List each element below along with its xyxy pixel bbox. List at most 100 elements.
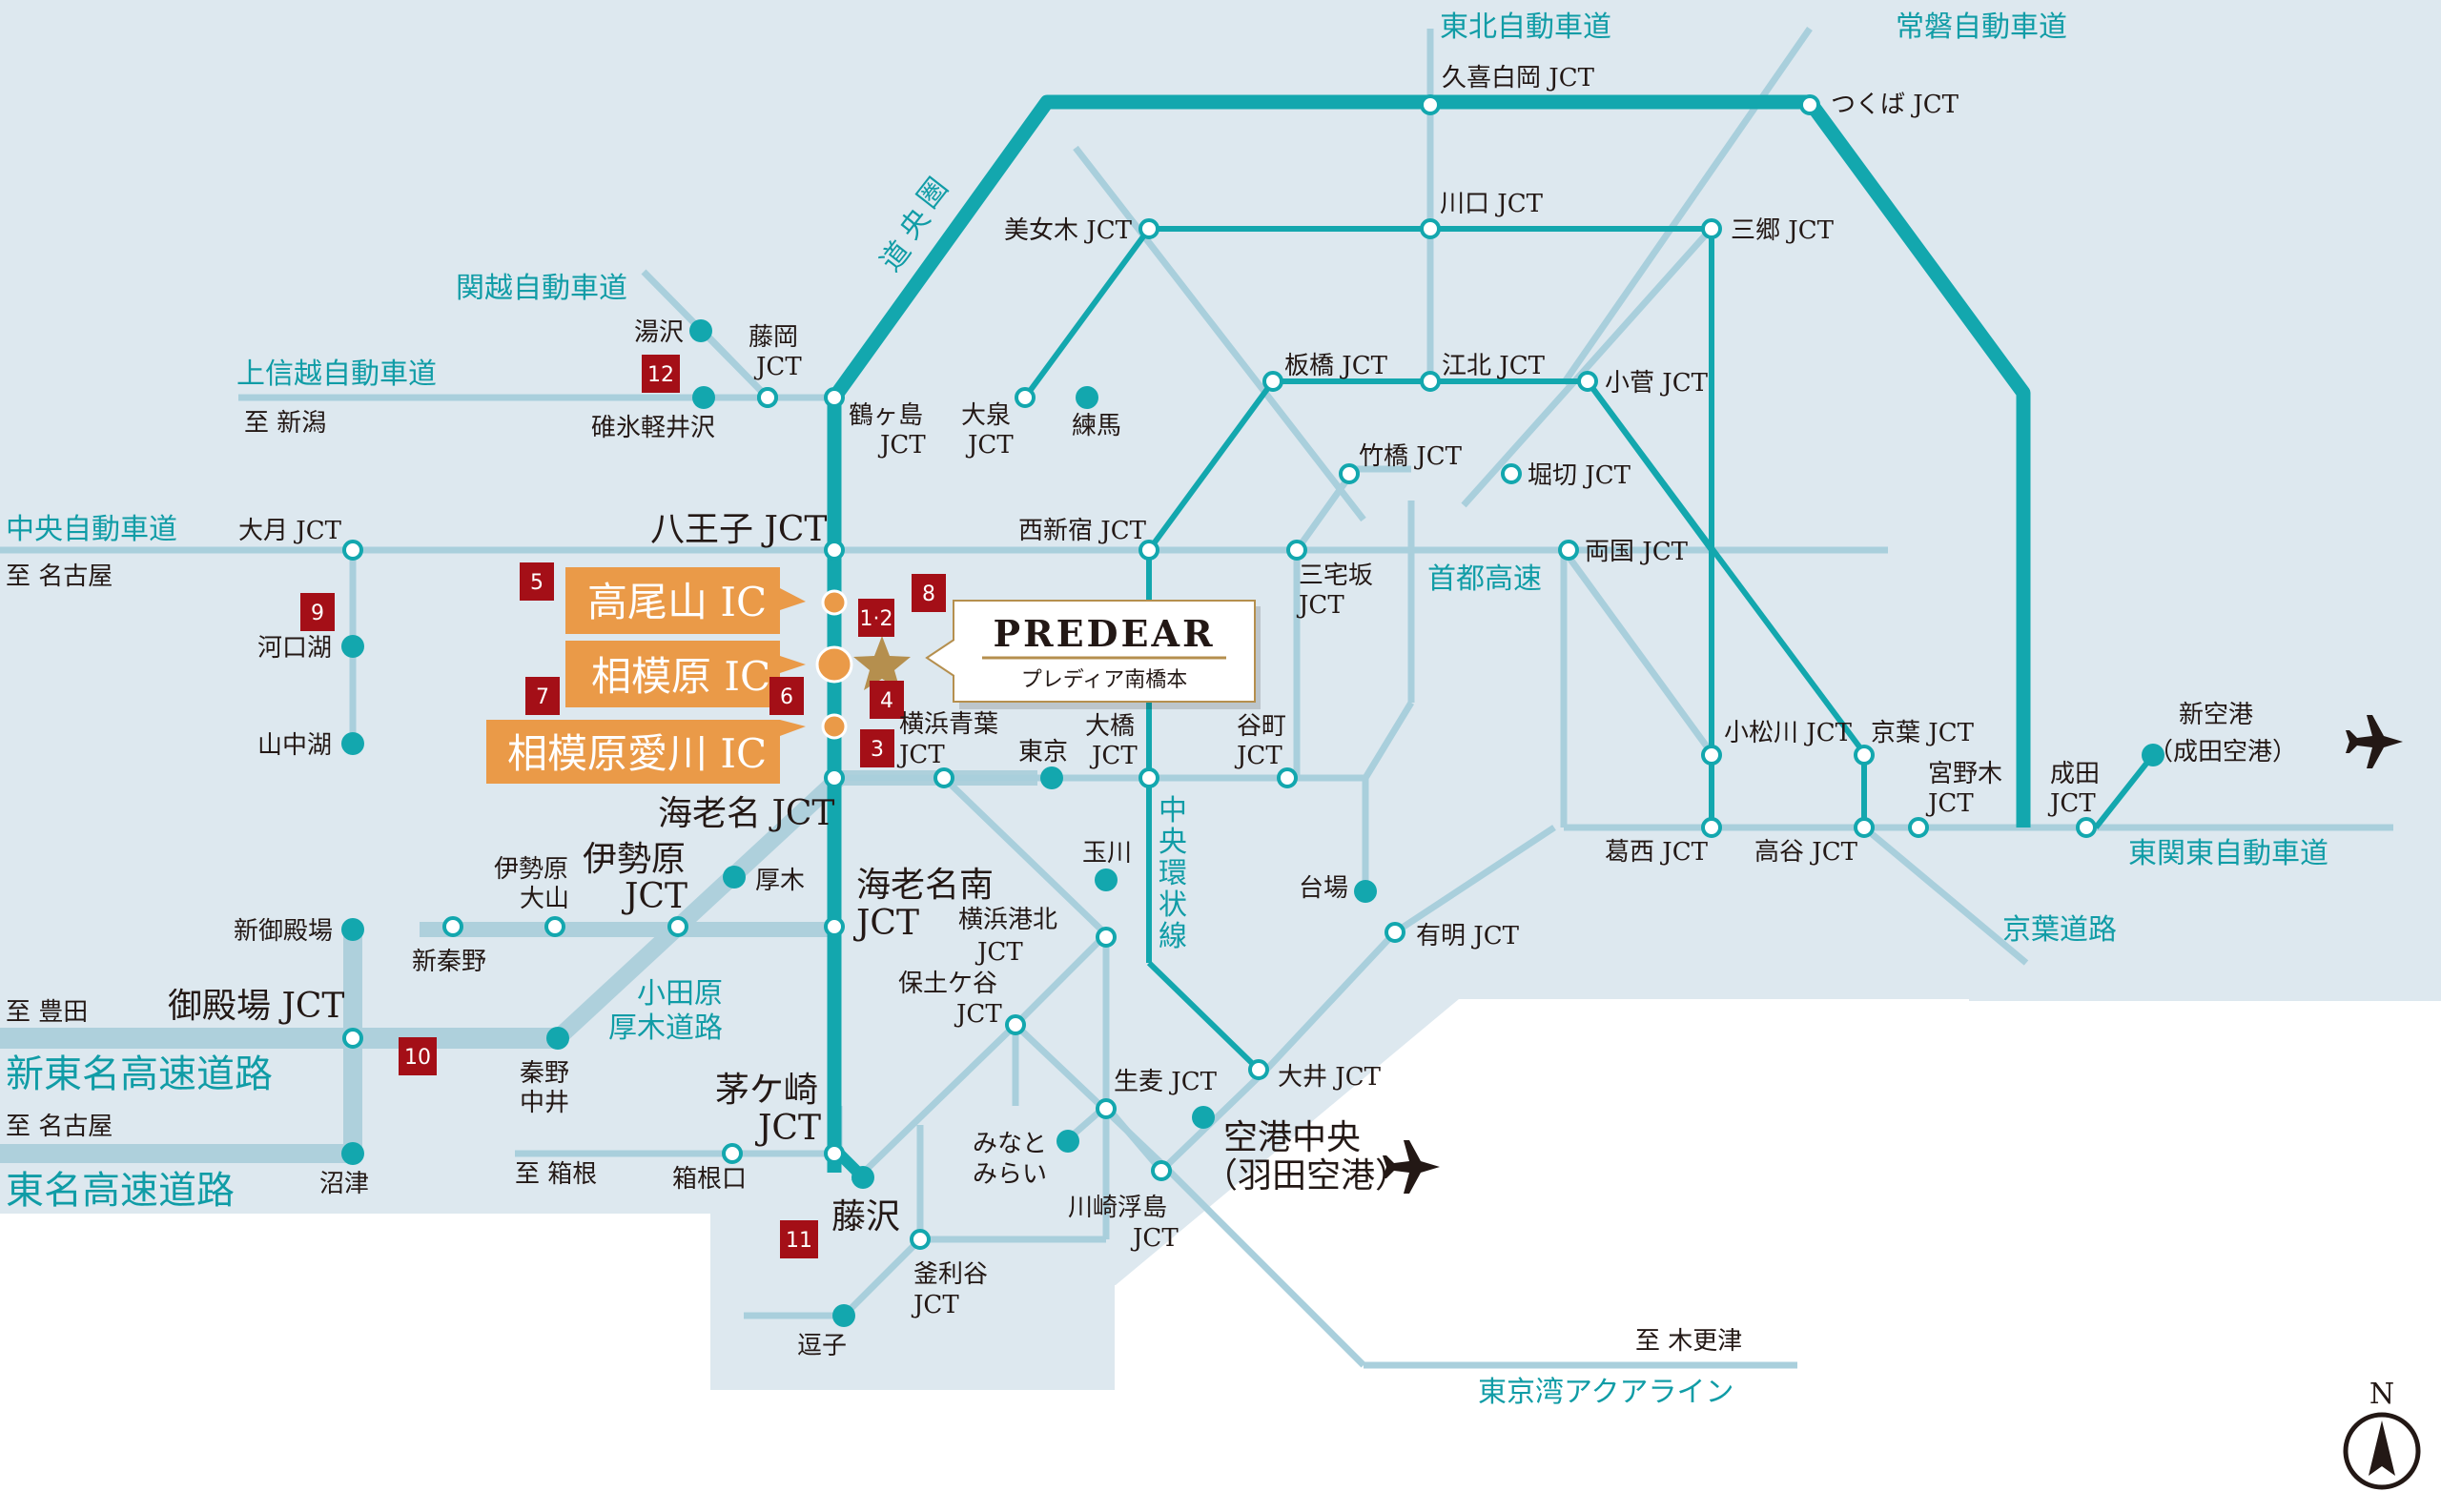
label-kamariya-jct: JCT bbox=[911, 1291, 959, 1319]
label-hadano: 秦野 bbox=[520, 1059, 569, 1088]
node-yacho bbox=[1277, 767, 1298, 788]
label-isehara-oyama-2: 大山 bbox=[520, 885, 569, 913]
node-otsuki bbox=[342, 540, 363, 561]
label-kawasaki-jct: JCT bbox=[1130, 1224, 1179, 1253]
node-fujisawa bbox=[851, 1166, 874, 1189]
label-itabashi: 板橋 JCT bbox=[1284, 352, 1388, 380]
node-kohoku bbox=[1420, 371, 1441, 392]
property-box: PREDEAR プレディア南橋本 bbox=[925, 600, 1261, 709]
node-yamanakako bbox=[341, 732, 364, 755]
node-chigasaki bbox=[824, 1143, 845, 1164]
node-atsugi bbox=[723, 866, 746, 889]
label-kamariya: 釜利谷 bbox=[913, 1260, 988, 1289]
node-miyakezaka bbox=[1286, 540, 1307, 561]
label-gotemba: 御殿場 JCT bbox=[168, 987, 344, 1026]
label-hachioji: 八王子 JCT bbox=[650, 510, 827, 549]
label-horikiri: 堀切 JCT bbox=[1528, 461, 1631, 490]
takaosan-label: 高尾山 IC bbox=[587, 579, 767, 625]
marker-box bbox=[769, 677, 804, 715]
node-hakoneguchi bbox=[722, 1143, 743, 1164]
node-tamagawa bbox=[1095, 868, 1118, 891]
label-kohoku: 江北 JCT bbox=[1442, 352, 1546, 380]
numbered-markers: 1·2 3 4 5 6 7 8 9 10 11 12 bbox=[300, 355, 946, 1258]
label-nerima: 練馬 bbox=[1072, 412, 1121, 440]
road-chuo: 中央自動車道 bbox=[6, 513, 177, 546]
label-hodogaya-jct: JCT bbox=[954, 1000, 1002, 1029]
node-takaya bbox=[1854, 817, 1875, 838]
node-namamugi bbox=[1096, 1098, 1117, 1119]
label-yokohama-aoba-jct: JCT bbox=[896, 741, 945, 769]
sea-area bbox=[0, 1214, 710, 1512]
marker-box bbox=[860, 729, 894, 767]
label-fujisawa: 藤沢 bbox=[831, 1197, 900, 1236]
node-tokyo bbox=[1040, 766, 1063, 789]
land-peninsula bbox=[710, 1285, 1115, 1390]
node-nerima bbox=[1076, 386, 1098, 409]
marker-label: 4 bbox=[880, 689, 893, 713]
sagamihara-callout bbox=[565, 641, 806, 707]
property-brand: PREDEAR bbox=[993, 612, 1215, 655]
label-shinkuko-narita: （成田空港） bbox=[2148, 738, 2297, 766]
label-isehara-oyama: 伊勢原 bbox=[494, 855, 568, 884]
road-chuo-kanjo-5: 線 bbox=[1159, 920, 1187, 953]
label-ohashi-jct: JCT bbox=[1089, 742, 1138, 770]
road-chuo-kanjo-2: 央 bbox=[1159, 826, 1187, 859]
road-kanetsu: 関越自動車道 bbox=[456, 272, 627, 305]
label-yokohama-aoba: 横浜青葉 bbox=[899, 710, 998, 739]
label-namamugi: 生麦 JCT bbox=[1114, 1068, 1218, 1096]
label-tsukuba: つくば JCT bbox=[1831, 91, 1959, 119]
road-higashi-kanto: 東関東自動車道 bbox=[2128, 837, 2328, 870]
label-ariake: 有明 JCT bbox=[1416, 922, 1520, 950]
node-shinhadano bbox=[442, 916, 463, 937]
label-minatomirai: みなと bbox=[973, 1130, 1047, 1158]
label-ohashi: 大橋 bbox=[1085, 712, 1135, 741]
label-numazu: 沼津 bbox=[319, 1170, 369, 1198]
node-horikiri bbox=[1501, 463, 1522, 484]
marker-label: 11 bbox=[786, 1229, 812, 1253]
marker-label: 1·2 bbox=[860, 607, 893, 631]
node-numazu bbox=[341, 1142, 364, 1165]
node-kawasaki bbox=[1151, 1160, 1172, 1181]
ic-callouts: 高尾山 IC 相模原 IC 相模原愛川 IC bbox=[486, 567, 806, 784]
label-kuko: 空港中央 bbox=[1223, 1118, 1361, 1157]
road-joban: 常磐自動車道 bbox=[1896, 10, 2067, 44]
road-odawara-2: 厚木道路 bbox=[608, 1011, 723, 1045]
label-kuki: 久喜白岡 JCT bbox=[1442, 64, 1595, 92]
road-odawara-1: 小田原 bbox=[637, 977, 723, 1011]
label-oizumi: 大泉 bbox=[961, 401, 1011, 430]
road-chuo-kanjo-1: 中 bbox=[1159, 794, 1187, 828]
road-shuto: 首都高速 bbox=[1427, 562, 1542, 596]
node-komatsugawa bbox=[1701, 745, 1722, 766]
takaosan-ic-dot bbox=[821, 589, 848, 616]
label-to-nagoya-1: 至 名古屋 bbox=[6, 562, 113, 591]
node-yokohama-aoba bbox=[933, 767, 954, 788]
node-itabashi bbox=[1262, 371, 1283, 392]
label-tsurugashima-jct: JCT bbox=[877, 431, 926, 460]
label-keiyo-jct: 京葉 JCT bbox=[1871, 719, 1975, 747]
sagamihara-ic-dot bbox=[815, 645, 853, 684]
node-ebina bbox=[824, 767, 845, 788]
node-takebashi bbox=[1339, 463, 1360, 484]
junction-nodes bbox=[342, 94, 2097, 1250]
sea-area-bay bbox=[710, 999, 1969, 1512]
node-zushi bbox=[832, 1304, 855, 1327]
road-labels: 東北自動車道 常磐自動車道 関越自動車道 上信越自動車道 中央自動車道 新東名高… bbox=[6, 10, 2328, 1409]
road-tohoku: 東北自動車道 bbox=[1440, 10, 1611, 44]
label-kawasaki-ukishima: 川崎浮島 bbox=[1068, 1194, 1167, 1222]
label-to-hakone: 至 箱根 bbox=[515, 1160, 597, 1189]
node-isehara-o bbox=[544, 916, 565, 937]
label-miyakezaka: 三宅坂 bbox=[1299, 562, 1373, 590]
road-chuo-kanjo-4: 状 bbox=[1159, 889, 1187, 922]
node-kuko bbox=[1192, 1106, 1215, 1129]
node-hodogaya bbox=[1005, 1014, 1026, 1035]
label-kuko-haneda: （羽田空港） bbox=[1203, 1156, 1409, 1195]
node-narita bbox=[2076, 817, 2097, 838]
node-ohashi bbox=[1138, 767, 1159, 788]
marker-label: 5 bbox=[530, 571, 544, 595]
label-ebina-minami: 海老名南 bbox=[856, 866, 994, 905]
label-to-niigata: 至 新潟 bbox=[244, 409, 326, 438]
road-shin-tomei: 新東名高速道路 bbox=[6, 1052, 273, 1096]
node-hachioji bbox=[824, 540, 845, 561]
label-kasai: 葛西 JCT bbox=[1605, 838, 1709, 867]
road-chuo-kanjo-3: 環 bbox=[1159, 857, 1187, 890]
